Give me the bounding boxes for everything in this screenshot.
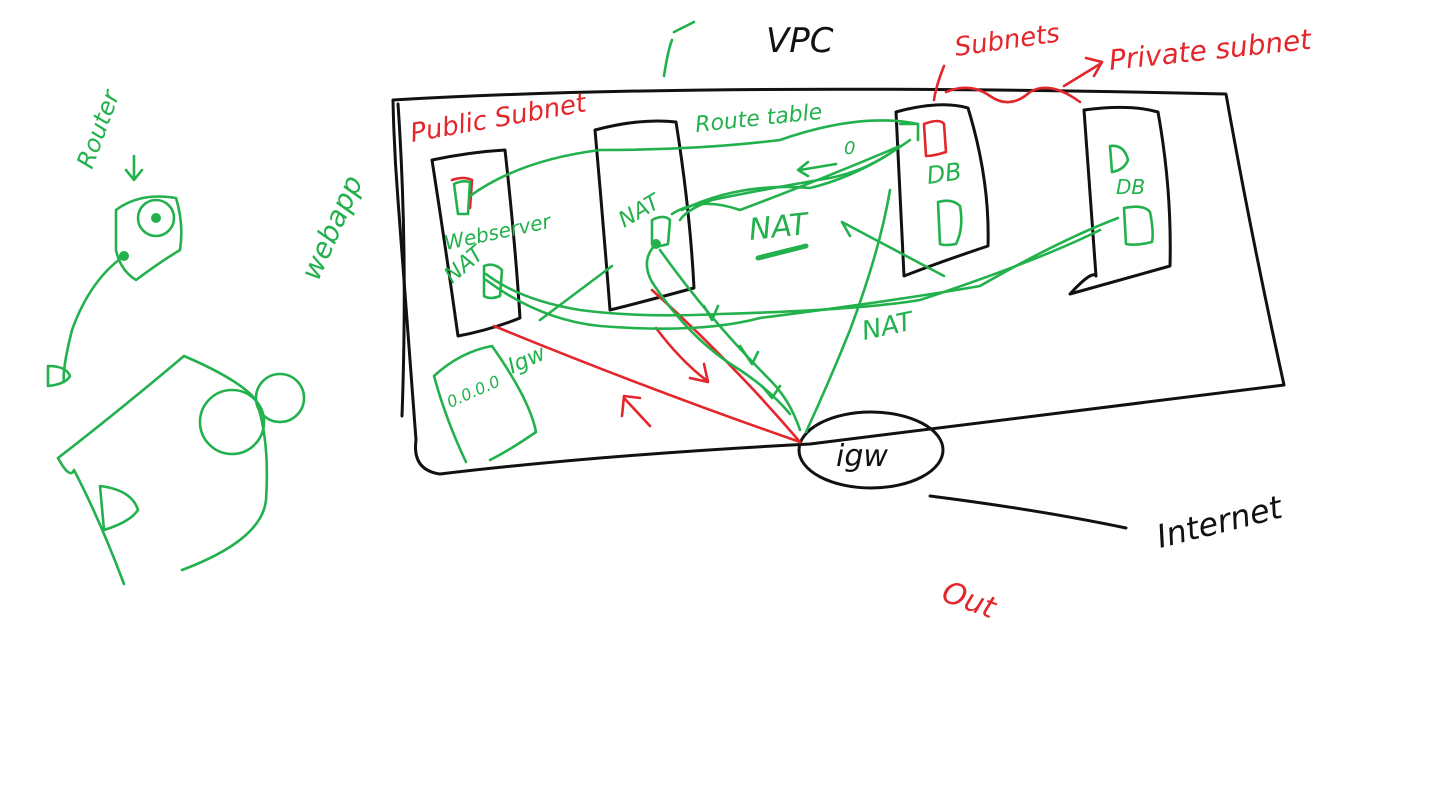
private-subnet-label: Private subnet [1107,23,1313,77]
vpc-left-edge-stroke [396,102,406,418]
server-circle-1 [198,388,266,456]
router-arrow [124,154,144,182]
db-icon-3 [1122,205,1154,246]
out-label: Out [937,575,1001,627]
subnets-label: Subnets [953,19,1062,63]
private-subnet-arrow [1062,56,1104,88]
igw-ellipse [797,410,945,490]
private-subnet-squiggle [944,86,1082,104]
db-label-2: DB [1116,175,1145,199]
subnet-box-private-1 [894,103,990,278]
subnet-box-private-2 [1068,105,1172,296]
router-cable [62,254,126,384]
red-db-marker [922,119,948,158]
vpc-brace-mark [662,20,696,78]
nat-loop-2 [680,138,912,212]
nat-lower-label: NAT [859,306,917,346]
red-arrow-up [620,394,652,428]
subnets-tick [932,64,946,102]
igw-box-link [538,264,614,322]
db-top-icon [898,122,920,142]
subnet-box-public-2 [593,119,696,312]
red-webserver-marker [450,176,474,210]
webserver-icon [452,180,472,216]
router-end-device [46,364,72,388]
nat-box-label: NAT [615,189,666,233]
igw-box [432,344,538,464]
subnet-box-public-1 [430,148,522,338]
router-box [114,195,183,282]
vpc-boundary [391,87,1286,476]
nat-cross-line [840,220,946,278]
private-to-public-curve [484,216,1120,330]
cidr-label: 0.0.0.0 [444,372,503,412]
internet-connector-line [928,494,1128,530]
arrow-green-3 [760,384,782,400]
vpc-label: VPC [766,21,834,61]
route-table-wave [468,119,920,198]
route-zero-arrow [796,160,838,178]
router-dot [151,213,161,223]
red-route-line-1 [492,324,802,444]
nat-public-icon [482,263,504,300]
nat-underline [755,243,809,261]
red-arrow-down [654,326,710,384]
router-label: Router [71,85,126,172]
igw-label: igw [836,439,888,474]
db-icon-2 [1108,144,1130,174]
db-label-1: DB [925,157,964,190]
igw-to-db-line [804,188,892,434]
webapp-label: webapp [294,170,369,284]
arrow-green-2 [738,344,760,366]
webserver-label: Webserver [442,209,554,255]
router-icon [136,198,176,238]
server-device-icon [98,484,140,532]
nat-center-label: NAT [747,207,812,248]
route-zero-label: 0 [844,138,855,159]
db-icon-1 [936,199,963,247]
arrow-green-1 [702,304,720,322]
internet-label: Internet [1153,488,1287,556]
server-circle-2 [254,372,306,424]
